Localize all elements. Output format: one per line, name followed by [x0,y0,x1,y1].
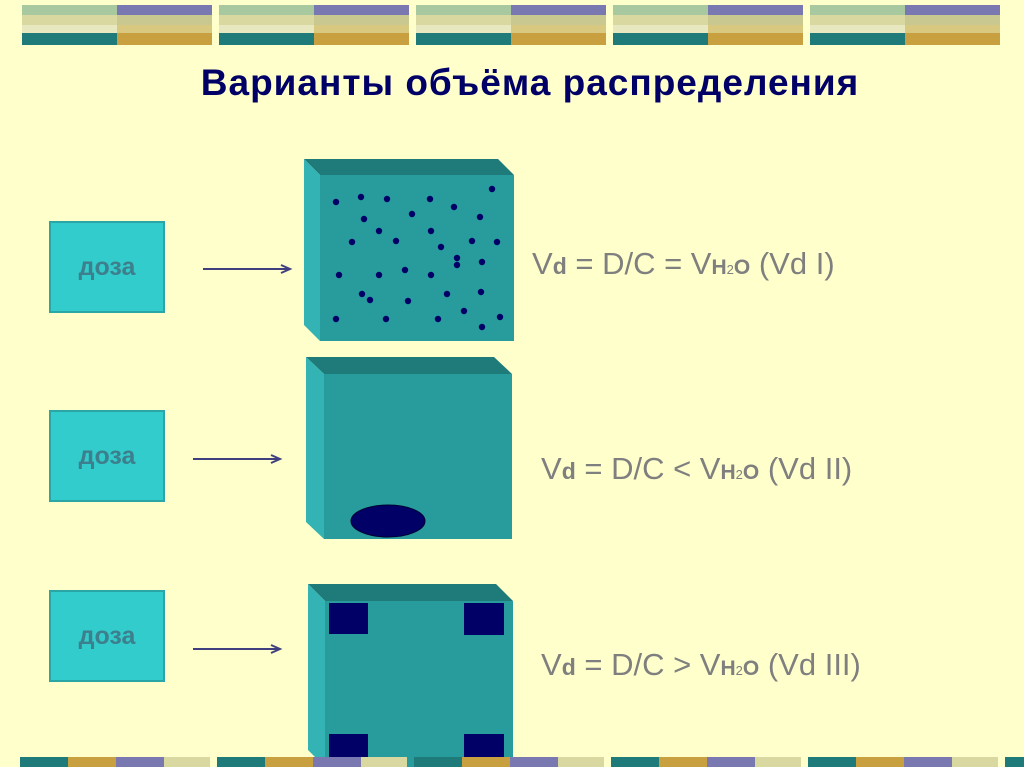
formula-vd-3: Vd = D/C > VH2O (Vd III) [541,647,861,683]
top-decorative-band [0,0,1024,50]
bottom-decorative-band [0,757,1024,767]
cube-dots [304,159,514,341]
arrow-right-icon [193,643,283,655]
arrow-right-icon [203,263,293,275]
dose-box: доза [49,221,165,313]
dose-box: доза [49,410,165,502]
arrow-right-icon [193,453,283,465]
formula-vd-2: Vd = D/C < VH2O (Vd II) [541,451,852,487]
cube-corners [308,584,513,767]
slide-title: Варианты объёма распределения [0,62,1024,104]
cube-ellipse [306,357,512,539]
formula-vd-1: Vd = D/C = VH2O (Vd I) [532,246,835,282]
dose-box: доза [49,590,165,682]
